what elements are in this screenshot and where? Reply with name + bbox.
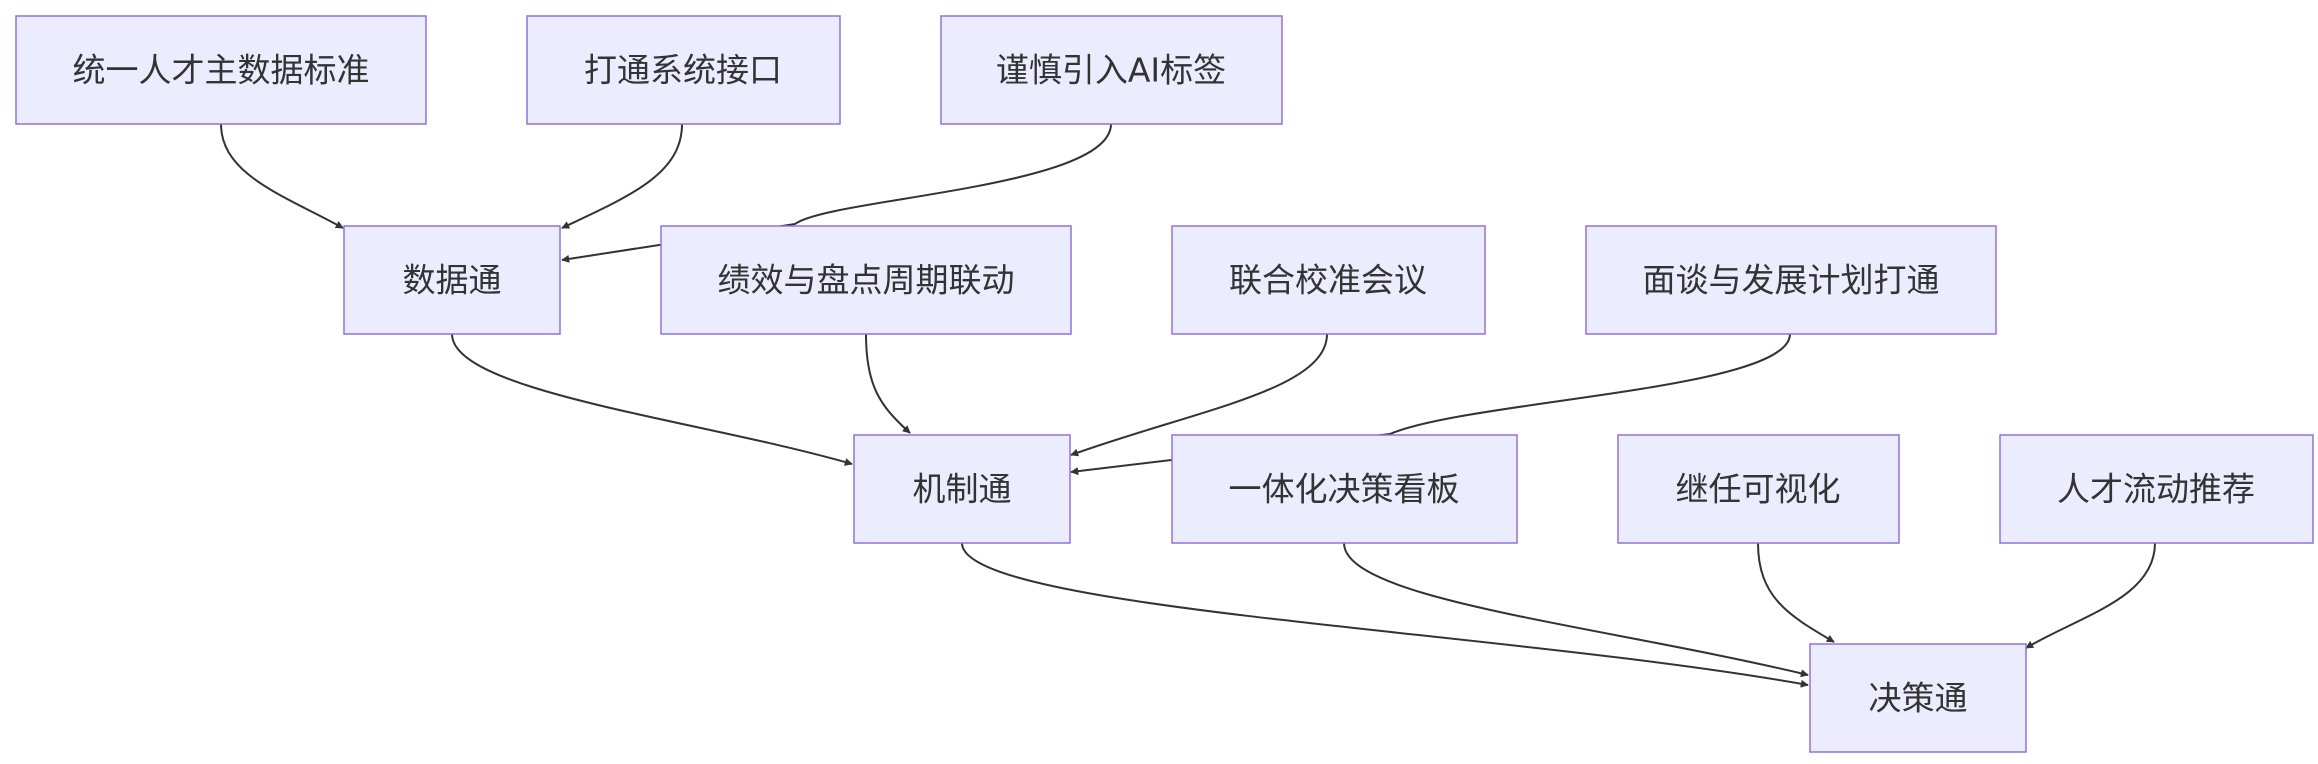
node-mechanism-connected[interactable]: 机制通 xyxy=(853,434,1071,544)
edges-layer xyxy=(220,123,2156,688)
edge-n4-to-n8 xyxy=(451,333,853,466)
node-decision-connected[interactable]: 决策通 xyxy=(1809,643,2027,753)
node-talent-mobility-recommendation[interactable]: 人才流动推荐 xyxy=(1999,434,2314,544)
node-label: 面谈与发展计划打通 xyxy=(1643,261,1940,300)
node-label: 统一人才主数据标准 xyxy=(73,51,370,90)
edge-n10-to-n12 xyxy=(1757,542,1835,643)
node-label: 谨慎引入AI标签 xyxy=(996,51,1226,90)
node-integrated-decision-dashboard[interactable]: 一体化决策看板 xyxy=(1171,434,1518,544)
node-label: 打通系统接口 xyxy=(584,51,782,90)
node-unified-talent-master-data[interactable]: 统一人才主数据标准 xyxy=(15,15,427,125)
node-joint-calibration-meeting[interactable]: 联合校准会议 xyxy=(1171,225,1486,335)
node-label: 机制通 xyxy=(913,470,1012,509)
edge-n11-to-n12 xyxy=(2025,542,2156,649)
node-succession-visualization[interactable]: 继任可视化 xyxy=(1617,434,1900,544)
node-label: 数据通 xyxy=(403,261,502,300)
edge-n6-to-n8 xyxy=(1070,333,1328,457)
node-cautiously-introduce-ai-tags[interactable]: 谨慎引入AI标签 xyxy=(940,15,1283,125)
node-label: 一体化决策看板 xyxy=(1229,470,1460,509)
edge-n1-to-n4 xyxy=(220,123,344,229)
node-data-connected[interactable]: 数据通 xyxy=(343,225,561,335)
edge-n3-to-n4 xyxy=(561,123,1112,263)
node-label: 继任可视化 xyxy=(1676,470,1841,509)
node-connect-system-interfaces[interactable]: 打通系统接口 xyxy=(526,15,841,125)
node-label: 决策通 xyxy=(1869,679,1968,718)
node-performance-review-cycle-linkage[interactable]: 绩效与盘点周期联动 xyxy=(660,225,1072,335)
node-label: 绩效与盘点周期联动 xyxy=(718,261,1015,300)
node-label: 联合校准会议 xyxy=(1229,261,1427,300)
node-label: 人才流动推荐 xyxy=(2057,470,2255,509)
edge-n7-to-n8 xyxy=(1070,333,1791,476)
node-interview-development-plan[interactable]: 面谈与发展计划打通 xyxy=(1585,225,1997,335)
nodes-layer: 统一人才主数据标准 打通系统接口 谨慎引入AI标签 数据通 绩效与盘点周期联动 … xyxy=(15,15,2314,753)
edge-n2-to-n4 xyxy=(561,123,683,229)
edge-n5-to-n8 xyxy=(865,333,911,434)
edge-n9-to-n12 xyxy=(1343,542,1809,678)
edge-n8-to-n12 xyxy=(961,542,1809,688)
